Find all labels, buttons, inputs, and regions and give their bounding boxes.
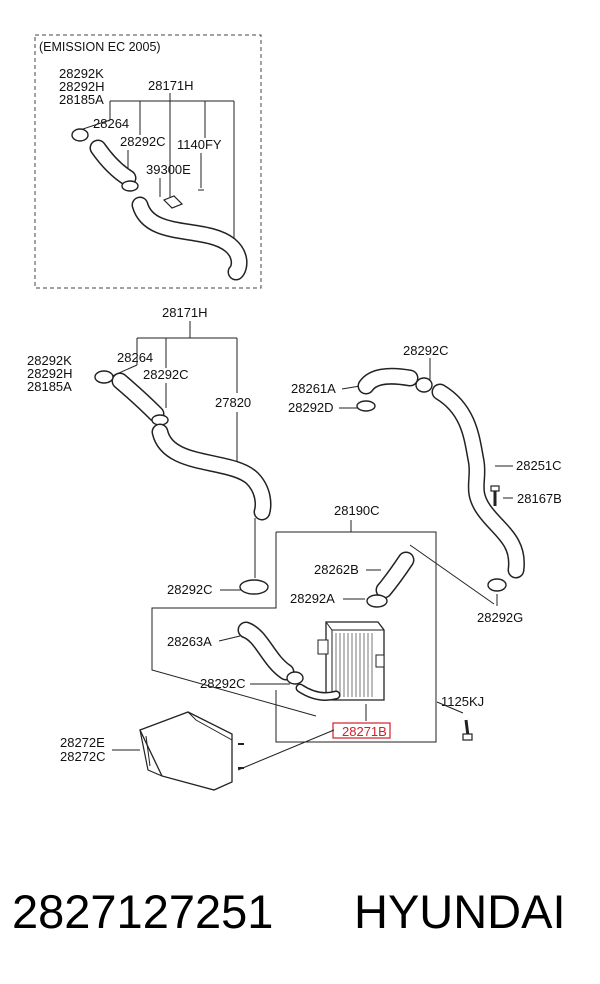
hose-28264 — [111, 372, 165, 423]
label-28190C: 28190C — [334, 503, 380, 518]
clamp-28292C-right — [415, 377, 433, 393]
footer-brand: HYUNDAI — [354, 885, 566, 938]
label-28292C-lower: 28292C — [200, 676, 246, 691]
label-28167B: 28167B — [517, 491, 562, 506]
label-1125KJ: 1125KJ — [441, 694, 484, 709]
inset-clamp-2 — [121, 180, 139, 192]
emission-inset: (EMISSION EC 2005) 28292K 28292H 28185A … — [34, 34, 262, 289]
label-28292D: 28292D — [288, 400, 334, 415]
clamp-28292A — [366, 594, 388, 608]
inset-sensor — [162, 195, 184, 209]
clamp-28292K — [94, 370, 114, 384]
label-28171H-inset: 28171H — [148, 78, 194, 93]
label-28262B: 28262B — [314, 562, 359, 577]
label-28272E: 28272E — [60, 735, 105, 750]
inset-clamp-1 — [71, 128, 89, 142]
clamp-28292C-left — [239, 579, 269, 595]
air-duct-28272 — [139, 711, 244, 791]
label-39300E-inset: 39300E — [146, 162, 191, 177]
main-diagram: 28171H 28292K 28292H 28185A 28264 28292C… — [27, 305, 562, 791]
footer: 2827127251 HYUNDAI — [12, 885, 566, 938]
label-28271B: 28271B — [342, 724, 387, 739]
label-28263A: 28263A — [167, 634, 212, 649]
highlighted-part-28271B[interactable]: 28271B — [332, 722, 391, 739]
main-leader-lines — [109, 321, 513, 771]
bolt-1125KJ — [462, 719, 473, 741]
label-28171H: 28171H — [162, 305, 208, 320]
inset-leader-lines — [79, 93, 235, 240]
intercooler-28271B[interactable] — [295, 621, 385, 701]
label-1140FY-inset: 1140FY — [177, 137, 222, 152]
label-28264-inset: 28264 — [93, 116, 129, 131]
hose-28251C — [431, 383, 525, 579]
label-28292H: 28292H — [27, 366, 73, 381]
label-28292C-inset: 28292C — [120, 134, 166, 149]
hose-28262B — [375, 551, 415, 599]
clamp-28292G — [487, 578, 507, 592]
inset-short-hose — [89, 139, 137, 187]
label-28261A: 28261A — [291, 381, 336, 396]
label-28251C: 28251C — [516, 458, 562, 473]
label-28292H-inset: 28292H — [59, 79, 105, 94]
label-28264: 28264 — [117, 350, 153, 365]
hose-28263A — [237, 621, 295, 681]
label-28185A: 28185A — [27, 379, 72, 394]
footer-part-number: 2827127251 — [12, 885, 273, 938]
emission-title: (EMISSION EC 2005) — [39, 40, 161, 54]
label-28292C-left: 28292C — [167, 582, 213, 597]
clamp-28292C-lower — [286, 671, 304, 685]
hose-27820 — [151, 423, 272, 521]
inset-long-hose — [131, 196, 248, 281]
label-28272C: 28272C — [60, 749, 106, 764]
clamp-28292C-upper — [151, 414, 169, 426]
hose-28261A — [357, 367, 419, 395]
label-28292C-upper: 28292C — [143, 367, 189, 382]
clamp-28292D — [356, 400, 376, 412]
label-27820: 27820 — [215, 395, 251, 410]
label-28292C-right: 28292C — [403, 343, 449, 358]
label-28292K-inset: 28292K — [59, 66, 104, 81]
label-28292K: 28292K — [27, 353, 72, 368]
label-28292A: 28292A — [290, 591, 335, 606]
label-28292G: 28292G — [477, 610, 523, 625]
label-28185A-inset: 28185A — [59, 92, 104, 107]
bolt-28167B — [490, 485, 500, 506]
